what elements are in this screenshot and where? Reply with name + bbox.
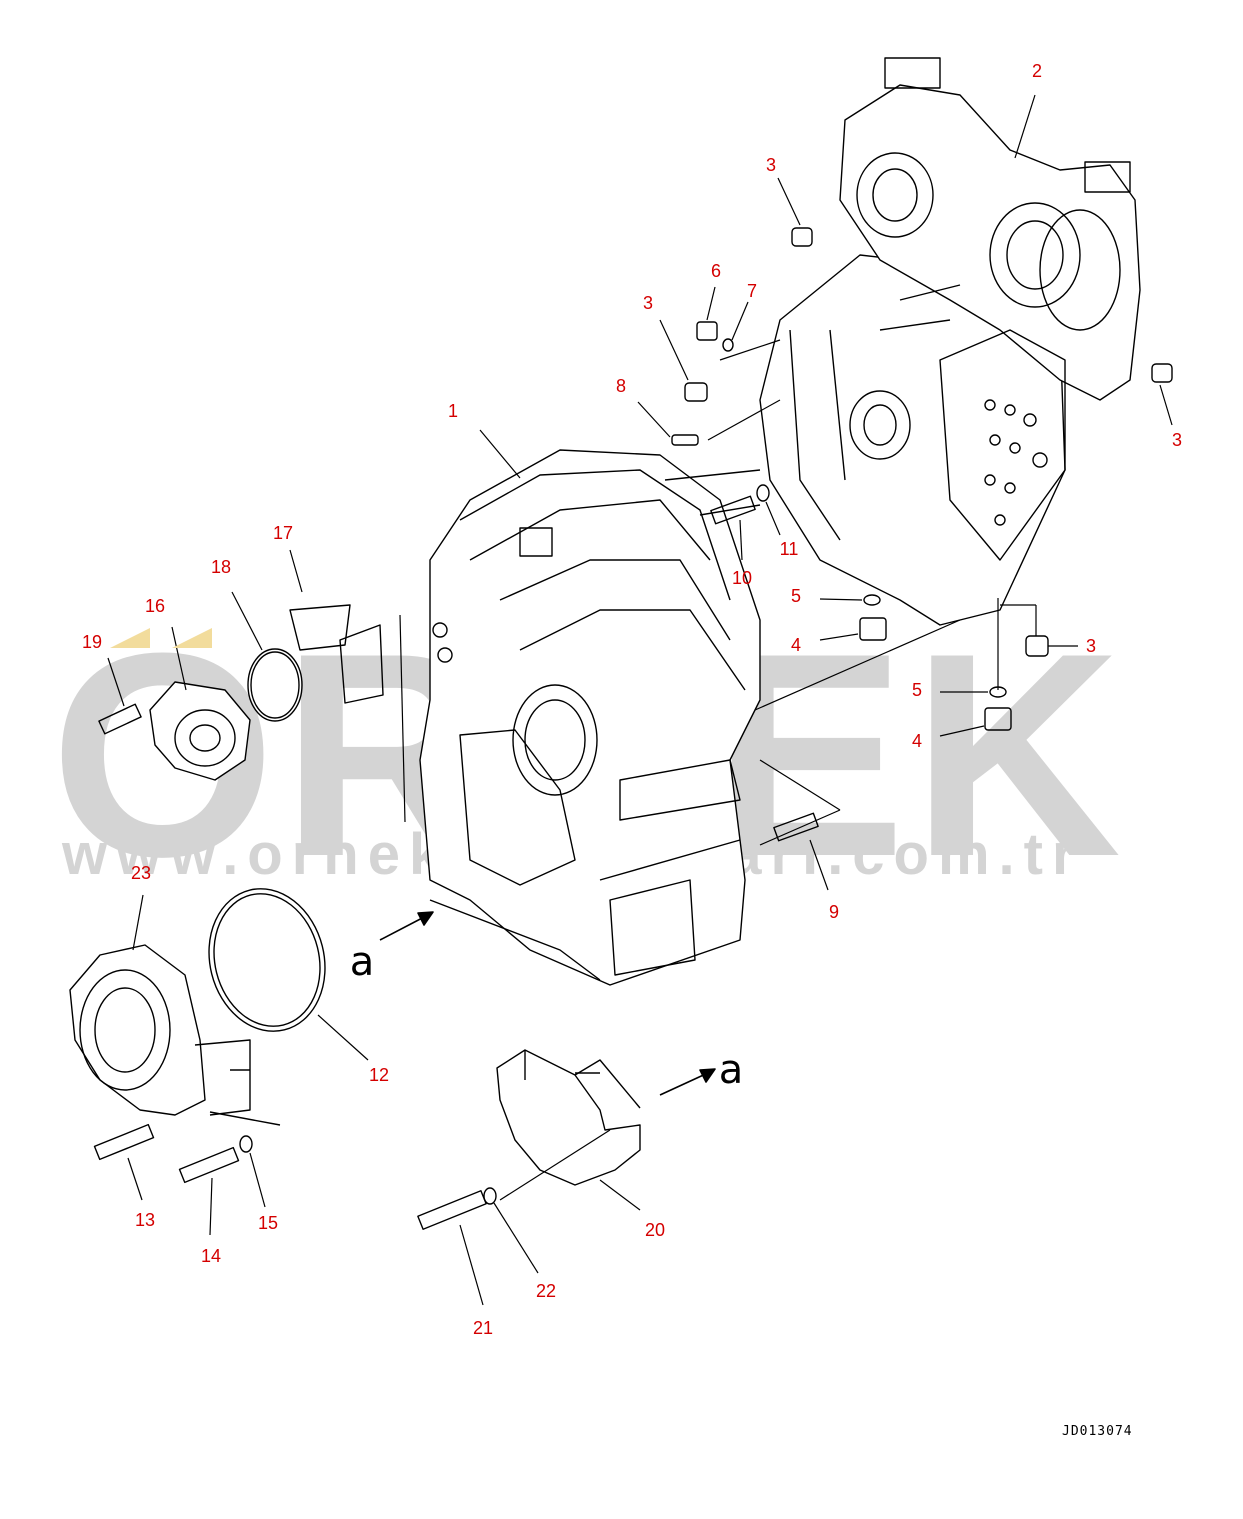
callout-5: 5 bbox=[911, 680, 923, 700]
shims-part-17 bbox=[289, 604, 351, 651]
drain-plug-part-4b bbox=[984, 707, 1012, 731]
washer-part-11 bbox=[756, 484, 770, 502]
callout-13: 13 bbox=[134, 1210, 156, 1230]
view-label-a-right: a bbox=[718, 1047, 744, 1093]
callout-15: 15 bbox=[257, 1213, 279, 1233]
callout-4: 4 bbox=[911, 731, 923, 751]
transmission-case-part-1 bbox=[419, 449, 761, 986]
leader-lines bbox=[107, 94, 1173, 1306]
callout-6: 6 bbox=[710, 261, 722, 281]
plug-part-6 bbox=[696, 321, 718, 341]
view-label-a-left: a bbox=[349, 939, 375, 985]
callout-3: 3 bbox=[642, 293, 654, 313]
callout-20: 20 bbox=[644, 1220, 666, 1240]
callout-8: 8 bbox=[615, 376, 627, 396]
gasket-part-5a bbox=[863, 594, 881, 606]
view-arrow-right bbox=[659, 1068, 716, 1096]
flange-cover-part-23 bbox=[69, 944, 281, 1126]
bolt-part-19 bbox=[98, 703, 142, 735]
plug-part-3-top bbox=[791, 227, 813, 247]
callout-2: 2 bbox=[1031, 61, 1043, 81]
bolt-part-14 bbox=[178, 1146, 240, 1184]
callout-23: 23 bbox=[130, 863, 152, 883]
bolt-part-10 bbox=[710, 495, 756, 525]
callout-11: 11 bbox=[779, 539, 799, 559]
washer-part-15 bbox=[239, 1135, 253, 1153]
plug-part-3-right bbox=[1151, 363, 1173, 383]
callout-5: 5 bbox=[790, 586, 802, 606]
callout-18: 18 bbox=[210, 557, 232, 577]
callout-14: 14 bbox=[200, 1246, 222, 1266]
view-arrow-left bbox=[379, 911, 434, 941]
callout-19: 19 bbox=[81, 632, 103, 652]
callout-3: 3 bbox=[1171, 430, 1183, 450]
callout-22: 22 bbox=[535, 1281, 557, 1301]
washer-part-22 bbox=[483, 1187, 497, 1205]
callout-12: 12 bbox=[368, 1065, 390, 1085]
guard-part-20 bbox=[496, 1049, 641, 1186]
callout-9: 9 bbox=[828, 902, 840, 922]
callout-10: 10 bbox=[731, 568, 753, 588]
bolt-part-21 bbox=[417, 1190, 487, 1230]
rear-housing-part-2 bbox=[759, 57, 1141, 626]
logo-accent-right bbox=[172, 628, 212, 648]
bolt-part-9 bbox=[773, 812, 819, 842]
logo-accent-left bbox=[110, 628, 150, 648]
callout-1: 1 bbox=[447, 401, 459, 421]
callout-16: 16 bbox=[144, 596, 166, 616]
callout-7: 7 bbox=[746, 281, 758, 301]
bolt-part-13 bbox=[93, 1123, 155, 1161]
callout-21: 21 bbox=[472, 1318, 494, 1338]
o-ring-part-18 bbox=[247, 648, 303, 722]
drawing-code: JD013074 bbox=[1062, 1424, 1133, 1439]
plug-part-3-upper bbox=[684, 382, 708, 402]
callout-3: 3 bbox=[1085, 636, 1097, 656]
callout-17: 17 bbox=[272, 523, 294, 543]
drain-plug-part-4a bbox=[859, 617, 887, 641]
callout-4: 4 bbox=[790, 635, 802, 655]
callout-3: 3 bbox=[765, 155, 777, 175]
plug-part-3-lower bbox=[1025, 635, 1049, 657]
pin-part-8 bbox=[671, 434, 699, 446]
pump-flange-part-16 bbox=[149, 681, 251, 781]
o-ring-part-7 bbox=[722, 338, 734, 352]
o-ring-part-12 bbox=[208, 888, 326, 1032]
